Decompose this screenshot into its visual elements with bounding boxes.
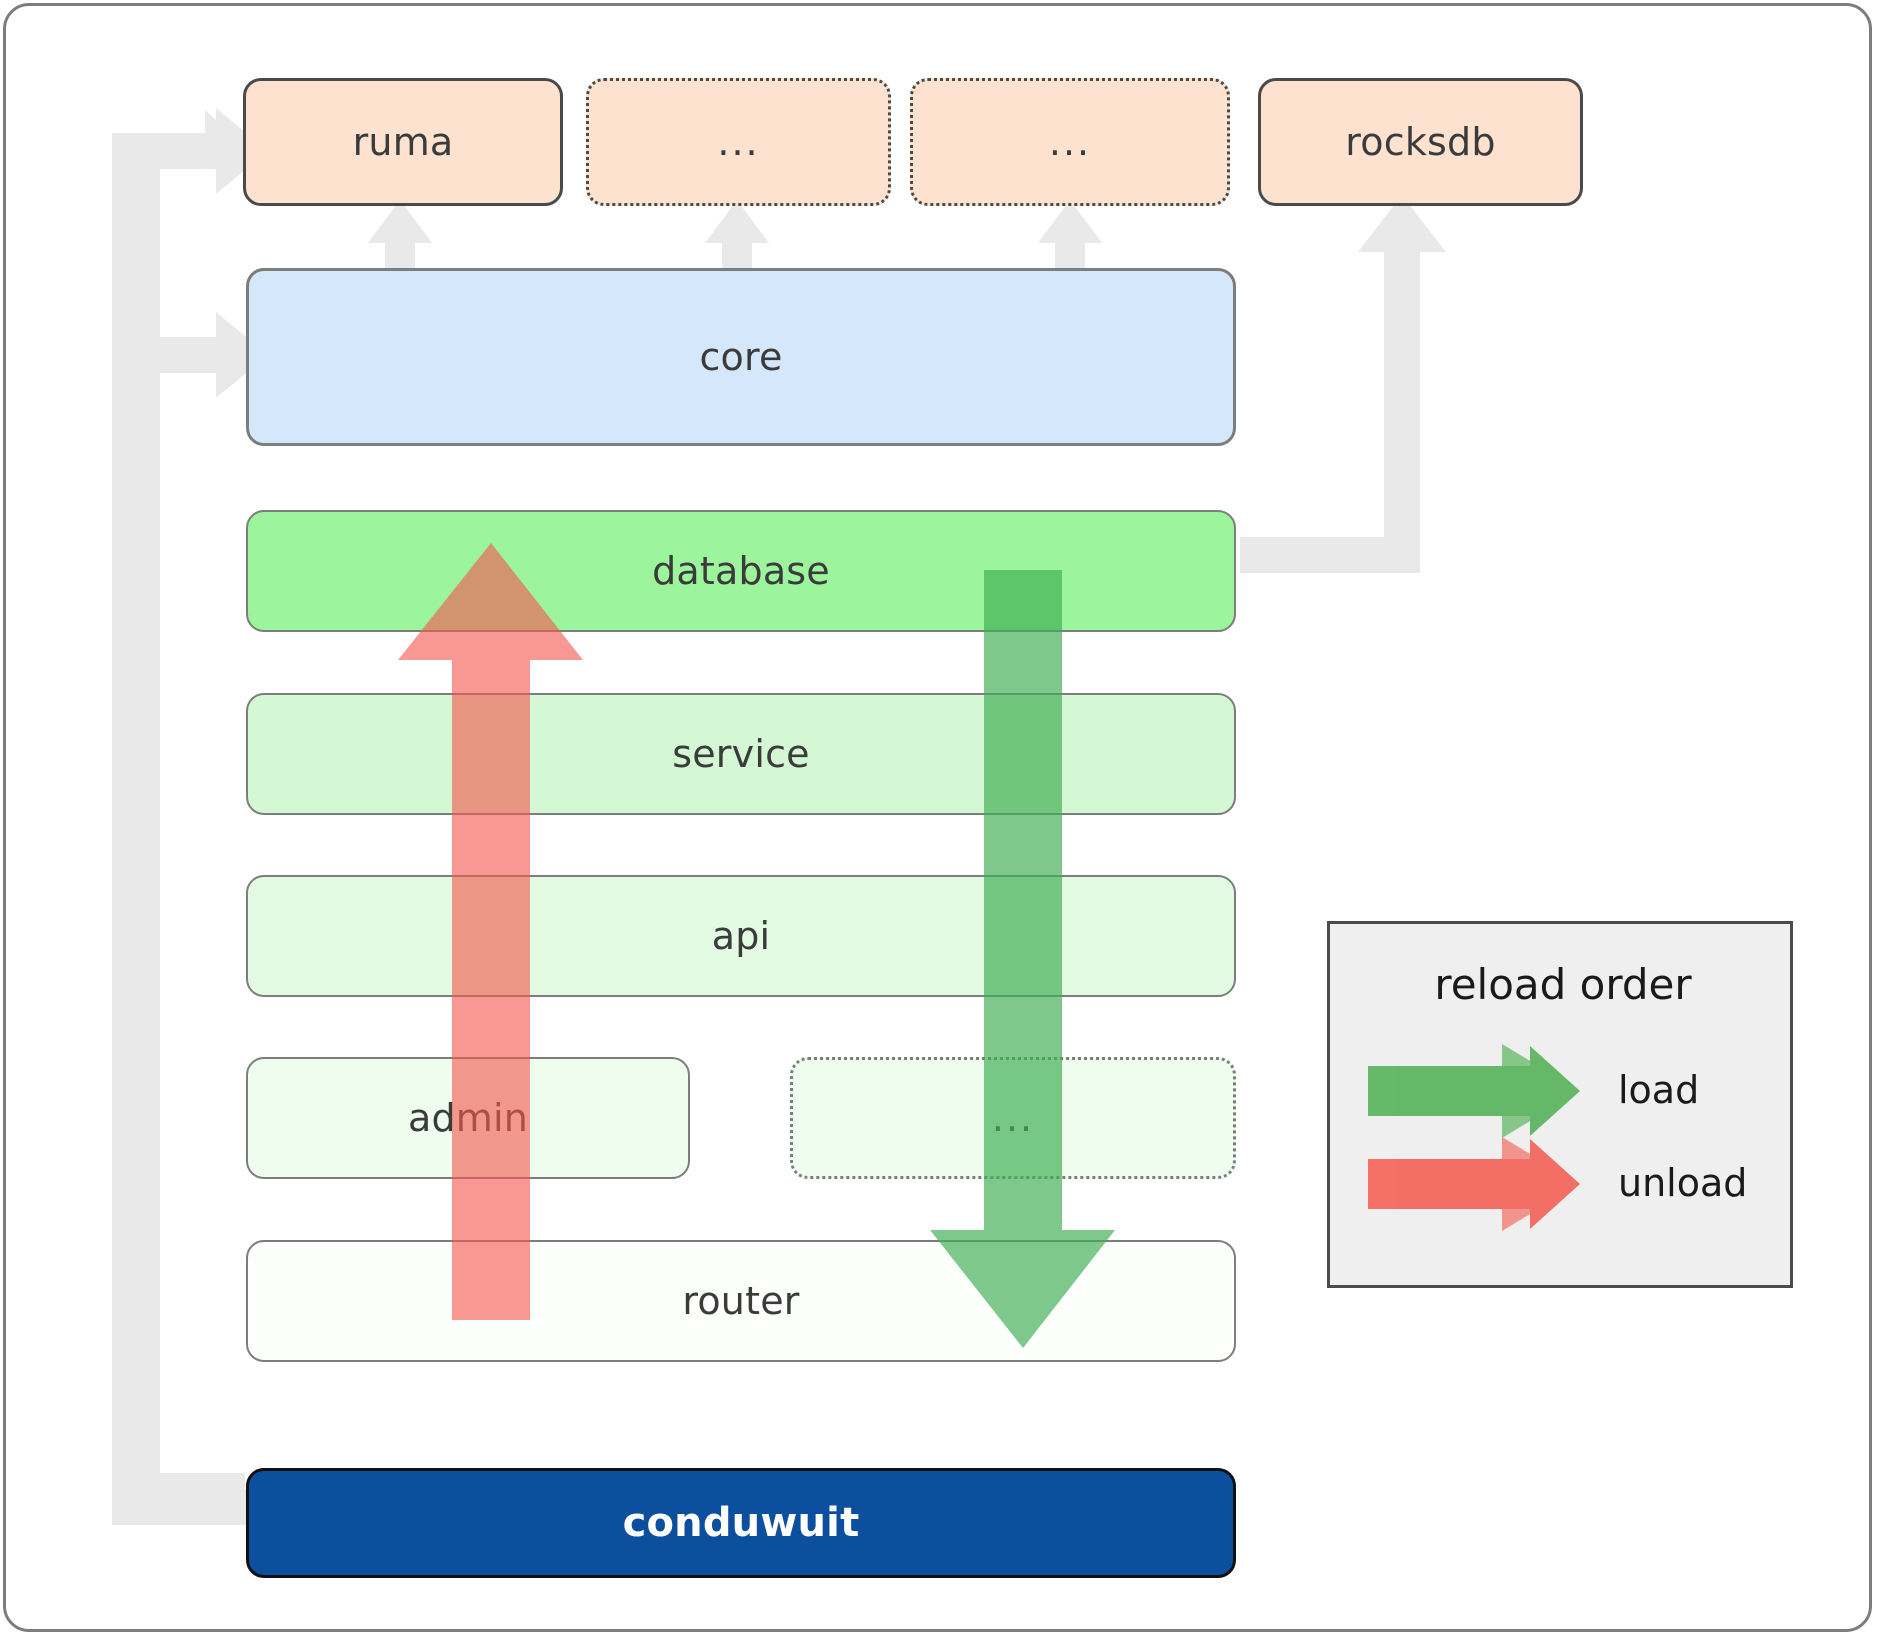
legend-load-arrow [1368, 1044, 1580, 1138]
layer-box-router[interactable]: router [246, 1240, 1236, 1362]
root-box-conduwuit[interactable]: conduwuit [246, 1468, 1236, 1578]
layer-label-admin: admin [407, 1096, 529, 1140]
dependency-label-rocksdb: rocksdb [1345, 120, 1496, 164]
dependency-box-ellipsis-2[interactable]: ... [910, 78, 1230, 206]
layer-box-database[interactable]: database [246, 510, 1236, 632]
core-box[interactable]: core [246, 268, 1236, 446]
dependency-box-ruma[interactable]: ruma [243, 78, 563, 206]
layer-label-router: router [682, 1279, 800, 1323]
layer-box-service[interactable]: service [246, 693, 1236, 815]
diagram-frame [3, 3, 1872, 1632]
core-label: core [699, 335, 783, 379]
legend-label-unload: unload [1618, 1161, 1748, 1205]
dependency-label-ruma: ruma [352, 120, 454, 164]
layer-label-ellipsis: ... [991, 1096, 1035, 1140]
legend-title: reload order [1434, 960, 1692, 1009]
layer-box-api[interactable]: api [246, 875, 1236, 997]
dependency-label-ellipsis-1: ... [717, 120, 760, 164]
dependency-label-ellipsis-2: ... [1048, 120, 1092, 164]
layer-label-database: database [652, 549, 830, 593]
dependency-box-ellipsis-1[interactable]: ... [586, 78, 891, 206]
layer-box-admin[interactable]: admin [246, 1057, 690, 1179]
legend-panel: reload order load unload [1327, 921, 1793, 1288]
legend-label-load: load [1618, 1068, 1700, 1112]
layer-box-ellipsis[interactable]: ... [790, 1057, 1236, 1179]
dependency-box-rocksdb[interactable]: rocksdb [1258, 78, 1583, 206]
root-label: conduwuit [622, 1500, 860, 1546]
layer-label-service: service [672, 732, 810, 776]
legend-unload-arrow [1368, 1137, 1580, 1231]
layer-label-api: api [711, 914, 771, 958]
